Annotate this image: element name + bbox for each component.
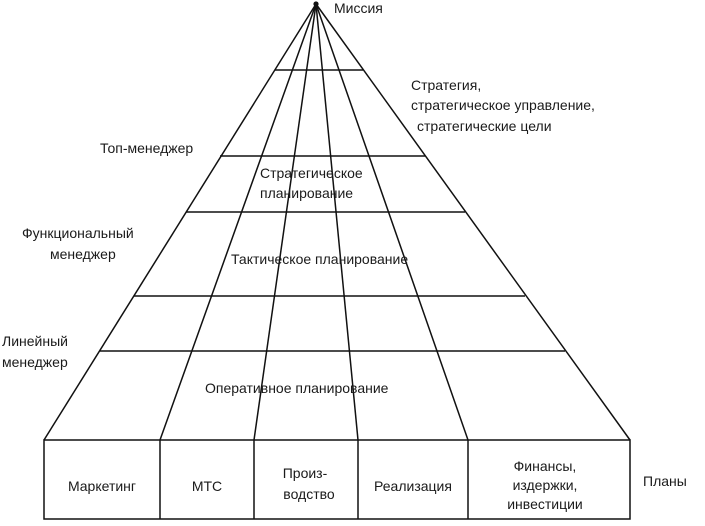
base-box-label: Финансы, [514, 458, 577, 474]
strategic-planning-line: Стратегическое [260, 165, 363, 181]
base-box-label: Произ- [283, 465, 328, 481]
base-box-sales: Реализация [374, 478, 452, 494]
operational-planning-label: Оперативное планирование [205, 380, 389, 396]
base-box-label: инвестиции [507, 496, 583, 512]
fan-line [315, 3, 469, 441]
line-manager-line: менеджер [2, 354, 68, 370]
strategic-planning-label: Стратегическое планирование [260, 165, 367, 201]
base-box-mts: МТС [192, 478, 222, 494]
strategy-label-line: стратегическое управление, [411, 97, 595, 113]
functional-manager-line: Функциональный [22, 225, 134, 241]
line-manager-label: Линейный менеджер [2, 333, 72, 370]
line-manager-line: Линейный [2, 333, 68, 349]
base-box-label: Маркетинг [68, 478, 136, 494]
pyramid-right-edge [315, 3, 631, 441]
pyramid-left-edge [43, 3, 317, 441]
base-box-label: МТС [192, 478, 222, 494]
base-box-outline [43, 439, 631, 520]
functional-manager-label: Функциональный менеджер [22, 225, 138, 262]
base-box-label: водство [283, 486, 335, 502]
tactical-planning-label: Тактическое планирование [231, 251, 408, 267]
base-box-finance: Финансы, издержки, инвестиции [507, 458, 583, 512]
plans-label: Планы [643, 473, 687, 489]
base-box-label: Реализация [374, 478, 452, 494]
fan-line [159, 3, 317, 441]
strategic-planning-line: планирование [260, 185, 353, 201]
apex-label: Миссия [334, 0, 383, 16]
top-manager-label: Топ-менеджер [100, 140, 193, 156]
pyramid-structure [43, 3, 631, 520]
strategy-label: Стратегия, стратегическое управление, ст… [411, 77, 599, 134]
functional-manager-line: менеджер [50, 246, 116, 262]
base-box-production: Произ- водство [283, 465, 335, 502]
base-box-marketing: Маркетинг [68, 478, 136, 494]
apex-dot [313, 1, 319, 7]
fan-line [315, 3, 359, 441]
strategy-label-line: стратегические цели [417, 118, 552, 134]
base-box-label: издержки, [513, 477, 578, 493]
strategy-label-line: Стратегия, [411, 77, 481, 93]
fan-line [253, 3, 317, 441]
